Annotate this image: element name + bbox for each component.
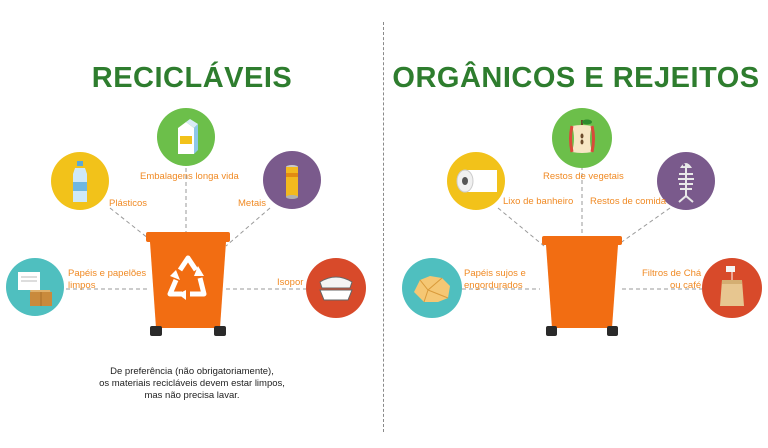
organics-title: ORGÂNICOS E REJEITOS	[392, 62, 760, 94]
label-papeis-line1: Papéis e papelões	[68, 268, 147, 279]
label-embalagens: Embalagens longa vida	[140, 171, 239, 182]
recycling-bin	[146, 232, 230, 336]
crumpled-paper-icon	[414, 276, 450, 303]
note-line3: mas não precisa lavar.	[144, 390, 240, 401]
note-line2: os materiais recicláveis devem estar lim…	[99, 378, 285, 389]
connector-lines-right	[462, 166, 702, 290]
metal-can-icon	[286, 165, 298, 199]
recyclables-title: RECICLÁVEIS	[91, 62, 293, 94]
center-divider	[383, 22, 384, 432]
fish-bone-icon	[678, 163, 694, 203]
cardboard-box-icon	[18, 272, 52, 306]
plastic-bottle-circle	[51, 152, 109, 210]
foam-container-circle	[306, 258, 366, 318]
label-metais: Metais	[238, 198, 266, 209]
toilet-paper-icon	[456, 169, 497, 193]
label-plasticos: Plásticos	[109, 198, 148, 209]
label-papeis-line2: limpos	[68, 280, 96, 291]
note-line1: De preferência (não obrigatoriamente),	[110, 366, 274, 377]
label-lixo-banheiro: Lixo de banheiro	[503, 196, 574, 207]
label-filtros: Filtros de Chá ou café	[642, 268, 701, 292]
tea-bag-circle	[702, 258, 762, 318]
crumpled-paper-circle	[402, 258, 462, 318]
label-isopor: Isopor	[277, 277, 304, 288]
apple-core-icon	[569, 119, 595, 153]
cardboard-box-circle	[6, 258, 64, 316]
label-papeis: Papéis e papelões limpos	[68, 268, 146, 292]
foam-container-icon	[319, 276, 353, 301]
label-restos-vegetais: Restos de vegetais	[543, 171, 624, 182]
apple-core-circle	[552, 108, 612, 168]
milk-carton-icon	[178, 119, 198, 154]
toilet-paper-circle	[447, 152, 505, 210]
metal-can-circle	[263, 151, 321, 209]
label-papeis-sujos-line1: Papéis sujos e	[464, 268, 526, 279]
fish-bone-circle	[657, 152, 715, 210]
recyclables-panel: RECICLÁVEIS Embalagens longa vida Plásti…	[0, 62, 384, 402]
recyclables-note: De preferência (não obrigatoriamente), o…	[0, 366, 384, 402]
milk-carton-circle	[157, 108, 215, 166]
label-filtros-line2: ou café	[669, 280, 702, 291]
plastic-bottle-icon	[73, 161, 87, 202]
label-papeis-sujos: Papéis sujos e engordurados	[464, 268, 526, 292]
tea-bag-icon	[720, 266, 744, 306]
label-filtros-line1: Filtros de Chá	[642, 268, 702, 279]
label-papeis-sujos-line2: engordurados	[464, 280, 523, 291]
organics-bin	[542, 236, 622, 336]
label-restos-comida: Restos de comida	[590, 196, 667, 207]
organics-panel: ORGÂNICOS E REJEITOS Lixo de banheiro	[384, 0, 768, 448]
